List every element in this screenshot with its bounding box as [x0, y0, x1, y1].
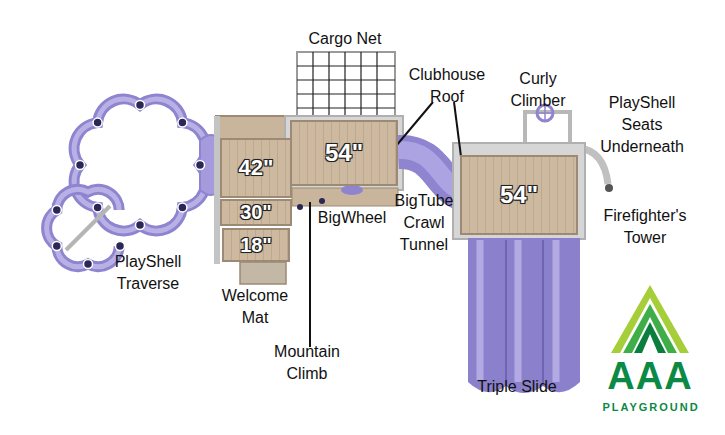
deck-height: 18"	[240, 234, 272, 257]
playshell-traverse	[136, 101, 145, 110]
left-deck-frame	[214, 116, 294, 284]
left-deck-frame	[216, 116, 294, 140]
playshell-traverse	[47, 189, 120, 266]
deck-height: 30"	[240, 201, 272, 224]
playshell-traverse	[76, 161, 85, 170]
logo-text: AAA	[607, 356, 692, 396]
aaa-logo	[611, 285, 689, 353]
playshell-seats	[605, 184, 613, 192]
part-name: Mountain Climb	[274, 341, 340, 385]
playshell-traverse	[178, 203, 187, 212]
part-name: BigTube Crawl Tunnel	[395, 190, 454, 256]
part-name: BigWheel	[318, 207, 386, 229]
leader-line	[396, 102, 433, 146]
triple-slide	[468, 238, 580, 393]
playshell-traverse	[74, 99, 206, 231]
playshell-traverse	[116, 242, 125, 251]
cargo-net	[297, 52, 395, 120]
cargo-net	[297, 52, 395, 120]
part-name: PlayShell Seats Underneath	[600, 92, 684, 158]
firefighters-tower	[453, 143, 585, 239]
left-deck-frame	[240, 262, 286, 284]
clubhouse-frame	[297, 204, 303, 210]
platform-deck: 18"	[222, 228, 290, 262]
playshell-traverse	[52, 101, 204, 269]
aaa-logo	[620, 298, 680, 353]
deck-height: 42"	[239, 155, 274, 181]
aaa-logo	[634, 322, 666, 353]
part-name: PlayShell Traverse	[115, 251, 182, 295]
aaa-logo	[623, 304, 677, 353]
part-name: Curly Climber	[510, 68, 565, 112]
playshell-traverse	[84, 260, 93, 269]
clubhouse-frame	[285, 116, 403, 210]
cargo-net	[297, 52, 395, 120]
triple-slide	[480, 240, 556, 382]
aaa-logo	[611, 285, 689, 353]
playshell-traverse	[93, 118, 102, 127]
playshell-traverse	[66, 206, 110, 250]
deck-height: 54"	[500, 181, 538, 209]
clubhouse-frame	[319, 198, 325, 204]
platform-deck: 30"	[220, 199, 292, 226]
part-name: Cargo Net	[309, 28, 382, 50]
triple-slide	[506, 240, 543, 386]
platform-deck: 54"	[290, 120, 398, 186]
playshell-traverse	[178, 118, 187, 127]
playshell-traverse	[47, 189, 120, 266]
part-name: Triple Slide	[477, 376, 556, 398]
triple-slide	[468, 238, 580, 393]
part-name: Firefighter's Tower	[603, 205, 686, 249]
deck-height: 54"	[325, 139, 363, 167]
clubhouse-frame	[285, 116, 403, 190]
platform-deck: 42"	[220, 138, 292, 198]
aaa-logo	[642, 334, 658, 353]
platform-deck: 54"	[460, 155, 578, 235]
part-name: Welcome Mat	[222, 285, 288, 329]
aaa-logo	[632, 317, 668, 353]
playshell-traverse	[74, 99, 206, 231]
leader-line	[309, 202, 311, 347]
part-name: Clubhouse Roof	[409, 64, 486, 108]
clubhouse-frame	[341, 185, 363, 195]
playshell-traverse	[136, 221, 145, 230]
playshell-traverse	[52, 206, 61, 215]
logo-text: PLAYGROUND	[602, 400, 699, 414]
playshell-traverse	[52, 242, 61, 251]
playshell-traverse	[196, 161, 205, 170]
playshell-traverse	[93, 203, 102, 212]
playshell-traverse	[47, 99, 220, 268]
firefighters-tower	[453, 143, 585, 239]
